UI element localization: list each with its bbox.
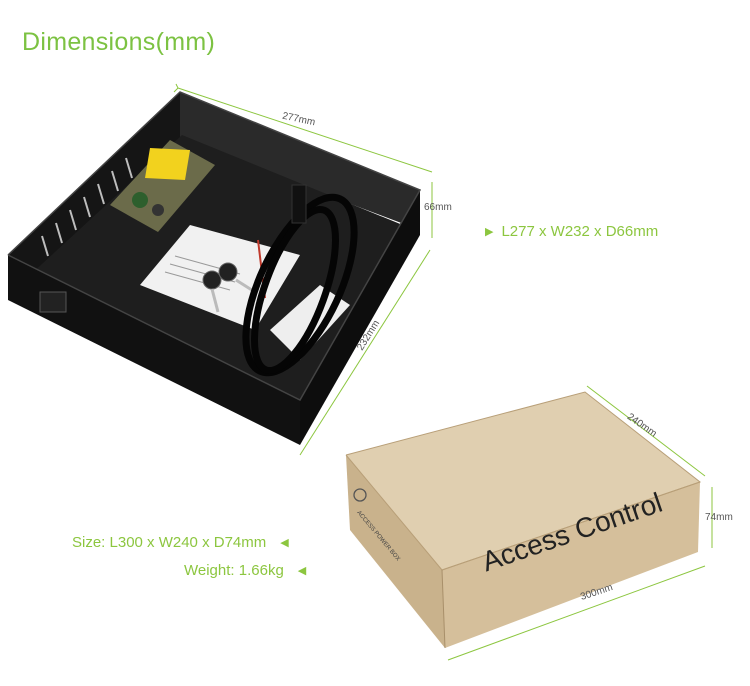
package-size-spec: Size: L300 x W240 x D74mm ◀ (72, 534, 289, 551)
arrow-left-icon: ◀ (280, 537, 289, 549)
enclosure-spec-text: L277 x W232 x D66mm (501, 223, 659, 240)
package-weight-spec: Weight: 1.66kg ◀ (184, 562, 306, 579)
package-weight-text: Weight: 1.66kg (184, 562, 284, 579)
enclosure-dimension-lines (173, 83, 433, 456)
package-dimension-lines (447, 385, 713, 661)
package-size-text: Size: L300 x W240 x D74mm (72, 534, 267, 551)
arrow-left-icon: ◀ (297, 565, 307, 577)
package-depth-label: 74mm (705, 512, 733, 523)
page-title: Dimensions(mm) (22, 28, 216, 56)
arrow-right-icon: ▶ (485, 226, 494, 238)
metal-enclosure (7, 91, 422, 445)
enclosure-depth-label: 66mm (424, 202, 452, 213)
cardboard-package (345, 391, 702, 649)
enclosure-spec: ▶ L277 x W232 x D66mm (485, 223, 658, 240)
